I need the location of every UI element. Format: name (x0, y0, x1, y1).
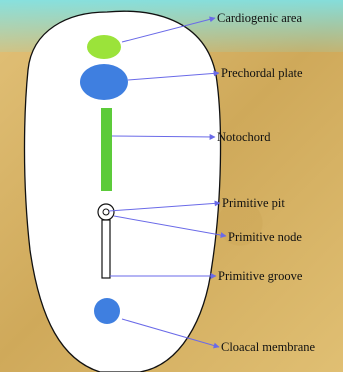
label-primitive-pit: Primitive pit (222, 196, 285, 210)
embryonic-disc-outline (25, 11, 221, 372)
primitive-pit-shape (103, 209, 109, 215)
cloacal-membrane-shape (94, 298, 120, 324)
primitive-groove-shape (102, 220, 110, 278)
label-cloacal-membrane: Cloacal membrane (221, 340, 343, 354)
label-primitive-node: Primitive node (228, 230, 302, 244)
label-primitive-groove: Primitive groove (218, 269, 302, 283)
cardiogenic-area-shape (87, 35, 121, 59)
label-cardiogenic-area: Cardiogenic area (217, 11, 302, 25)
prechordal-plate-shape (80, 64, 128, 100)
label-prechordal-plate: Prechordal plate (221, 66, 303, 80)
notochord-shape (101, 108, 112, 191)
label-notochord: Notochord (217, 130, 270, 144)
